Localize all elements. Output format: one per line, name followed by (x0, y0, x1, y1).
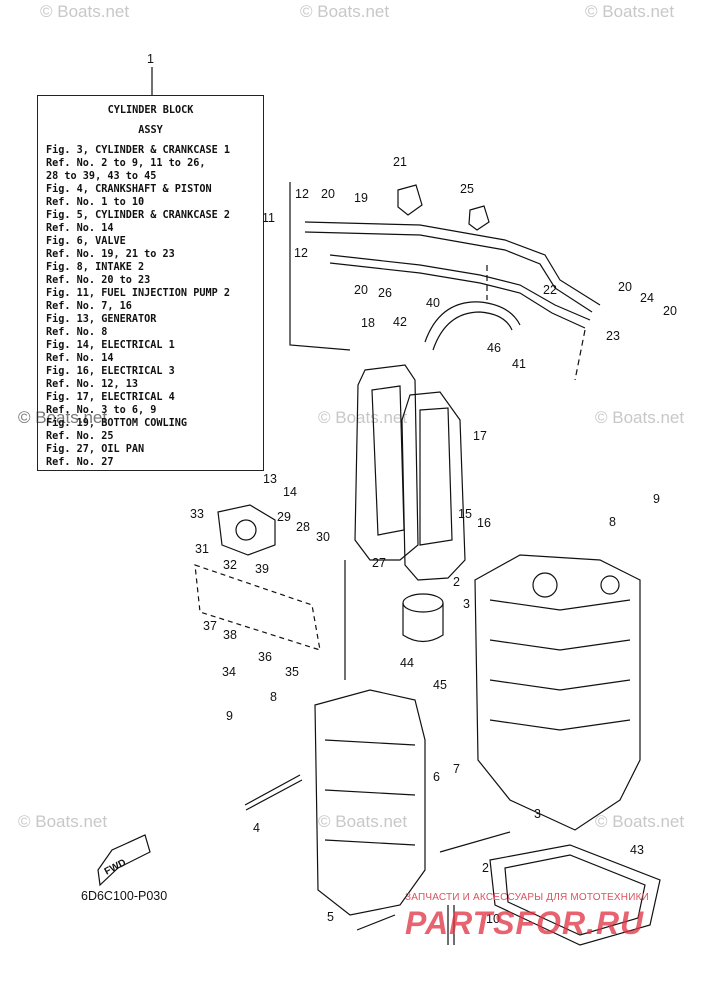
part-callout[interactable]: 41 (512, 357, 526, 371)
diagram-code: 6D6C100-P030 (81, 889, 168, 903)
legend-entry: 28 to 39, 43 to 45 (46, 171, 157, 182)
watermark: © Boats.net (318, 812, 408, 831)
legend-entry: Fig. 3, CYLINDER & CRANKCASE 1 (46, 145, 231, 156)
legend-entry: Fig. 13, GENERATOR (46, 314, 157, 325)
part-callout[interactable]: 44 (400, 656, 414, 670)
legend-entry: Fig. 27, OIL PAN (46, 444, 145, 455)
brand-logo: PARTSFOR.RU (405, 905, 645, 941)
legend-entry: Ref. No. 3 to 6, 9 (46, 405, 157, 416)
legend-subtitle: ASSY (138, 125, 163, 136)
part-callout[interactable]: 34 (222, 665, 236, 679)
legend-entry: Fig. 14, ELECTRICAL 1 (46, 340, 175, 351)
legend-entry: Ref. No. 14 (46, 353, 114, 364)
part-callout[interactable]: 20 (321, 187, 335, 201)
part-callout[interactable]: 4 (253, 821, 260, 835)
part-callout[interactable]: 2 (453, 575, 460, 589)
legend-entry: Ref. No. 2 to 9, 11 to 26, (46, 158, 206, 169)
watermark: © Boats.net (595, 408, 685, 427)
part-callout[interactable]: 18 (361, 316, 375, 330)
part-callout[interactable]: 37 (203, 619, 217, 633)
legend-entry: Ref. No. 27 (46, 457, 114, 468)
part-callout[interactable]: 29 (277, 510, 291, 524)
legend-entry: Ref. No. 19, 21 to 23 (46, 249, 175, 260)
part-callout[interactable]: 30 (316, 530, 330, 544)
part-callout[interactable]: 9 (653, 492, 660, 506)
part-callout[interactable]: 8 (609, 515, 616, 529)
part-callout[interactable]: 40 (426, 296, 440, 310)
legend-entry: Ref. No. 8 (46, 327, 108, 338)
part-callout[interactable]: 11 (262, 211, 275, 225)
legend-entry: Ref. No. 20 to 23 (46, 275, 151, 286)
part-callout[interactable]: 12 (295, 187, 309, 201)
legend-entry: Fig. 4, CRANKSHAFT & PISTON (46, 184, 212, 195)
part-callout[interactable]: 20 (618, 280, 632, 294)
part-callout[interactable]: 19 (354, 191, 368, 205)
part-callout[interactable]: 10 (486, 912, 500, 926)
part-callout[interactable]: 39 (255, 562, 269, 576)
legend-entry: Fig. 17, ELECTRICAL 4 (46, 392, 175, 403)
part-callout[interactable]: 20 (663, 304, 677, 318)
part-callout[interactable]: 3 (463, 597, 470, 611)
part-callout[interactable]: 14 (283, 485, 297, 499)
part-callout[interactable]: 32 (223, 558, 237, 572)
legend-entry: Ref. No. 12, 13 (46, 379, 139, 390)
legend-entry: Fig. 6, VALVE (46, 236, 126, 247)
legend-entry: Fig. 19, BOTTOM COWLING (46, 418, 188, 429)
legend-entry: Ref. No. 1 to 10 (46, 197, 145, 208)
watermark: © Boats.net (585, 2, 675, 21)
part-callout[interactable]: 23 (606, 329, 620, 343)
brand-tagline: ЗАПЧАСТИ И АКСЕССУАРЫ ДЛЯ МОТОТЕХНИКИ (405, 892, 650, 903)
part-callout[interactable]: 3 (534, 807, 541, 821)
part-callout[interactable]: 13 (263, 472, 277, 486)
part-callout[interactable]: 17 (473, 429, 487, 443)
part-callout[interactable]: 26 (378, 286, 392, 300)
part-callout[interactable]: 28 (296, 520, 310, 534)
part-callout[interactable]: 8 (270, 690, 277, 704)
part-callout[interactable]: 38 (223, 628, 237, 642)
part-callout[interactable]: 25 (460, 182, 474, 196)
part-callout[interactable]: 33 (190, 507, 204, 521)
part-callout[interactable]: 12 (294, 246, 308, 260)
legend-entry: Ref. No. 25 (46, 431, 114, 442)
part-callout[interactable]: 2 (482, 861, 489, 875)
part-callout[interactable]: 31 (195, 542, 209, 556)
part-callout[interactable]: 36 (258, 650, 272, 664)
part-callout[interactable]: 27 (372, 556, 386, 570)
legend-entry: Fig. 11, FUEL INJECTION PUMP 2 (46, 288, 231, 299)
legend-entry: Fig. 16, ELECTRICAL 3 (46, 366, 175, 377)
legend-entry: Fig. 8, INTAKE 2 (46, 262, 145, 273)
part-callout[interactable]: 35 (285, 665, 299, 679)
part-callout[interactable]: 7 (453, 762, 460, 776)
legend-title: CYLINDER BLOCK (107, 105, 194, 116)
part-callout[interactable]: 5 (327, 910, 334, 924)
watermark: © Boats.net (318, 408, 408, 427)
part-callout[interactable]: 43 (630, 843, 644, 857)
legend-entry: Fig. 5, CYLINDER & CRANKCASE 2 (46, 210, 231, 221)
watermark: © Boats.net (18, 408, 108, 427)
watermark: © Boats.net (40, 2, 130, 21)
part-callout[interactable]: 24 (640, 291, 654, 305)
legend-box: CYLINDER BLOCK ASSY Fig. 3, CYLINDER & C… (37, 95, 264, 471)
part-callout[interactable]: 45 (433, 678, 447, 692)
part-callout[interactable]: 16 (477, 516, 491, 530)
part-callout[interactable]: 42 (393, 315, 407, 329)
part-callout[interactable]: 20 (354, 283, 368, 297)
part-callout[interactable]: 6 (433, 770, 440, 784)
part-callout[interactable]: 46 (487, 341, 501, 355)
watermark: © Boats.net (18, 812, 108, 831)
part-callout[interactable]: 21 (393, 155, 407, 169)
legend-entry: Ref. No. 14 (46, 223, 114, 234)
watermark: © Boats.net (300, 2, 390, 21)
part-callout[interactable]: 22 (543, 283, 557, 297)
part-callout[interactable]: 15 (458, 507, 472, 521)
legend-callout: 1 (147, 52, 154, 66)
watermark: © Boats.net (595, 812, 685, 831)
legend-entry: Ref. No. 7, 16 (46, 301, 132, 312)
part-callout[interactable]: 9 (226, 709, 233, 723)
